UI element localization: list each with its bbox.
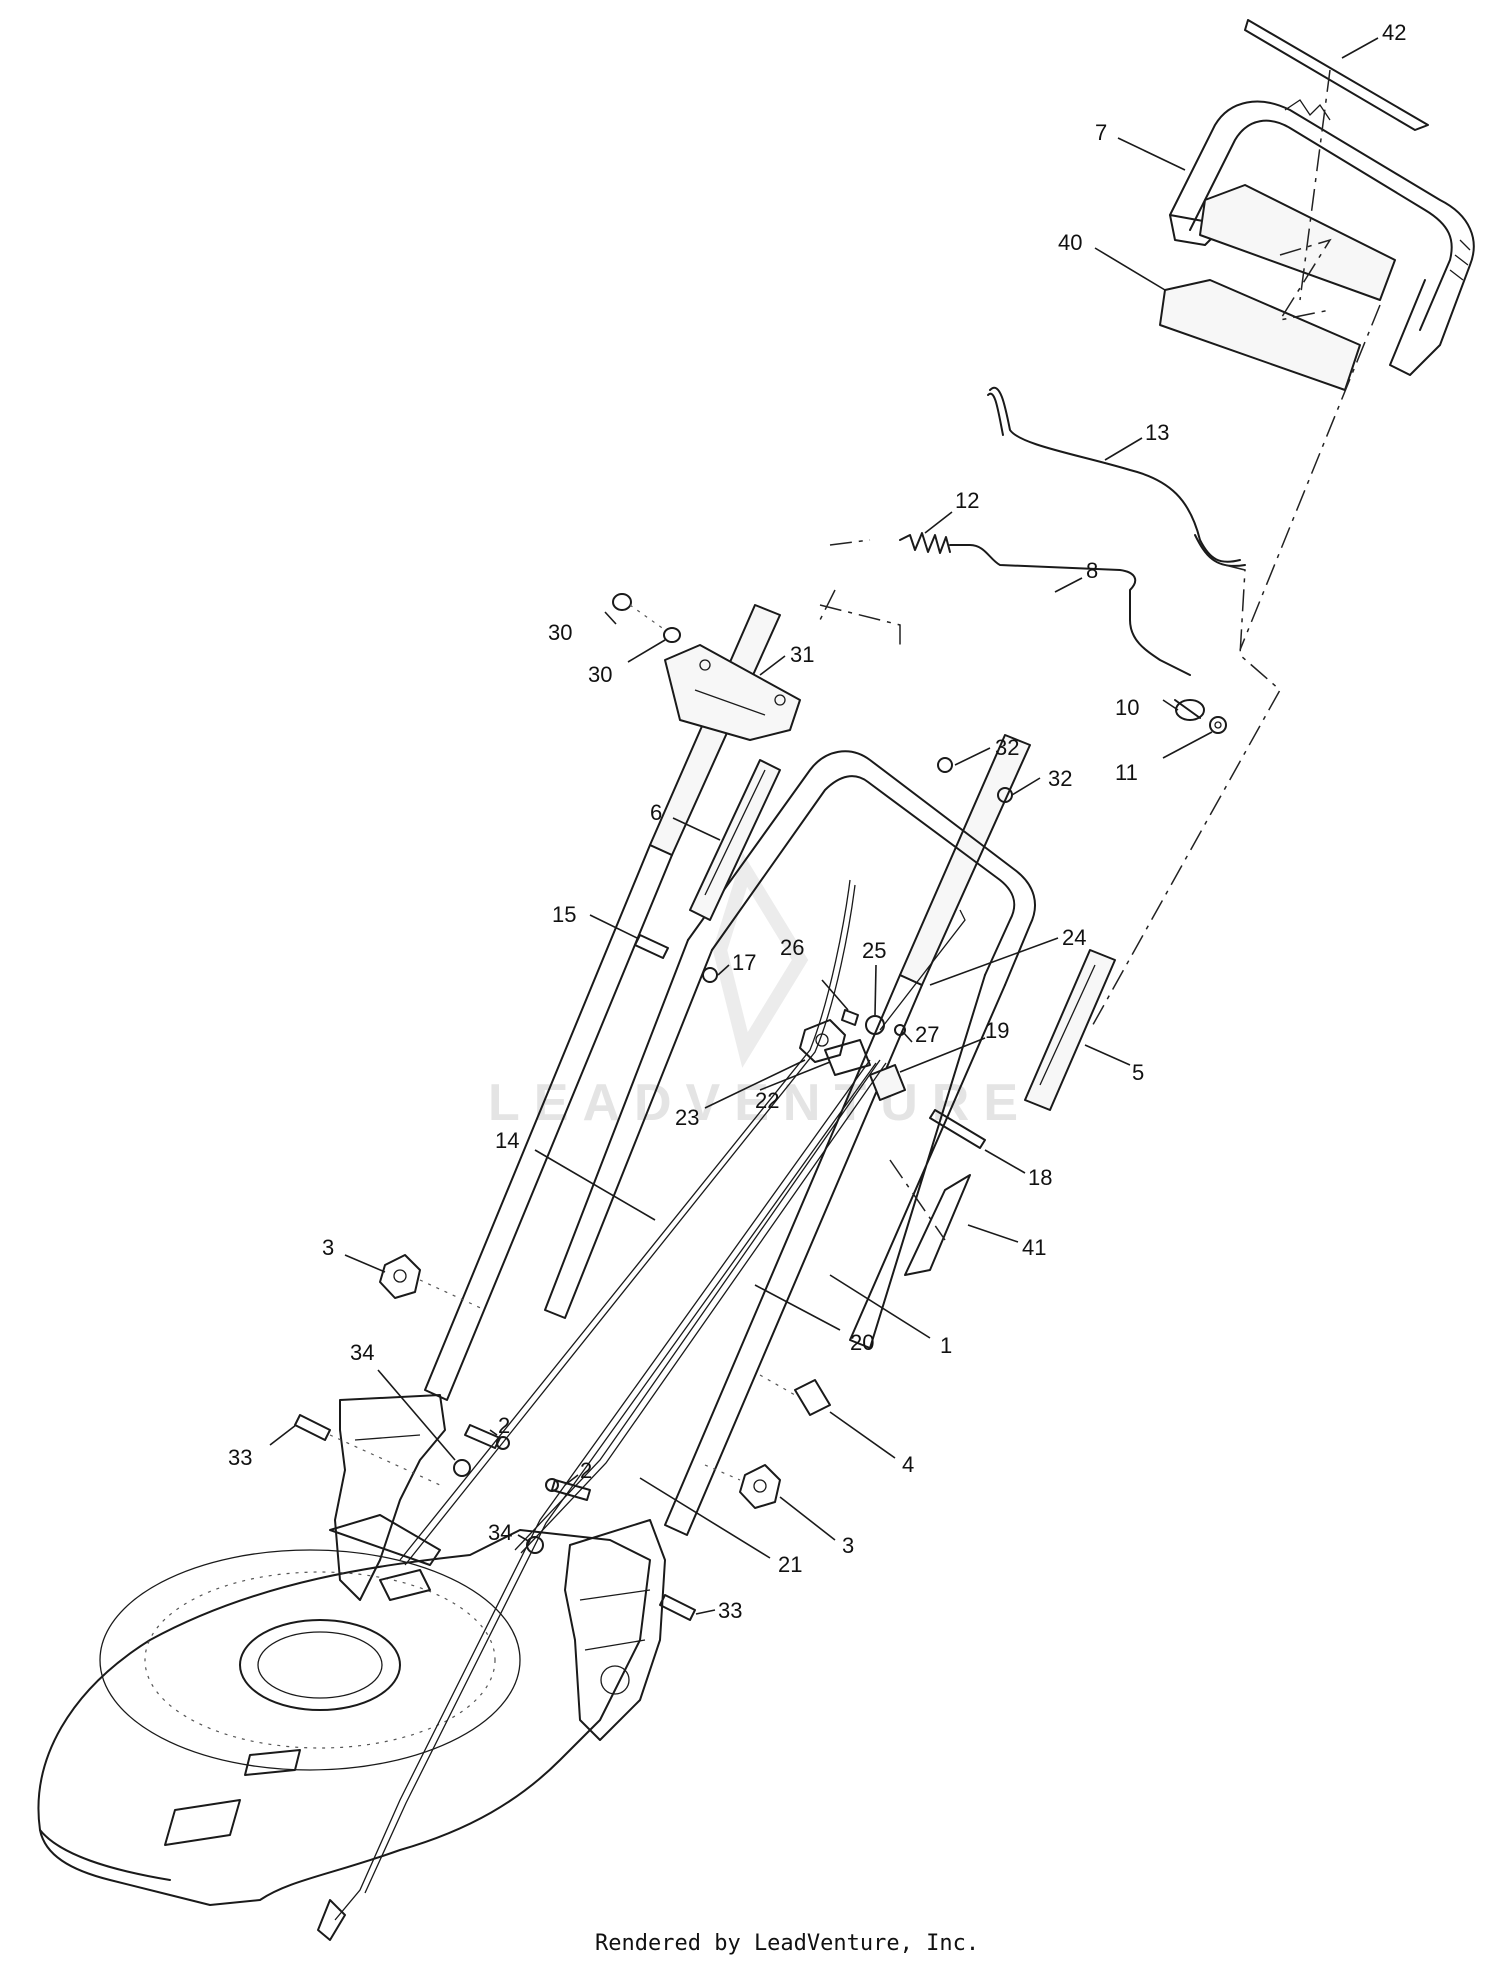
screw-30-a bbox=[612, 593, 666, 631]
knob-23 bbox=[799, 1019, 846, 1063]
nut-17 bbox=[702, 967, 718, 983]
callout-17: 17 bbox=[732, 950, 756, 975]
callout-21: 21 bbox=[778, 1552, 802, 1577]
callout-41: 41 bbox=[1022, 1235, 1046, 1260]
screw-30-b bbox=[663, 627, 681, 643]
callout-42: 42 bbox=[1382, 20, 1406, 45]
callout-2-b: 2 bbox=[580, 1458, 592, 1483]
trim-6 bbox=[689, 759, 781, 921]
cable-end bbox=[317, 1899, 346, 1941]
render-credit: Rendered by LeadVenture, Inc. bbox=[595, 1931, 979, 1956]
callout-7: 7 bbox=[1095, 120, 1107, 145]
callout-6: 6 bbox=[650, 800, 662, 825]
screw-26 bbox=[841, 1009, 859, 1026]
pin-33-b bbox=[659, 1594, 696, 1621]
cable-21 bbox=[514, 1059, 887, 1554]
callout-40: 40 bbox=[1058, 230, 1082, 255]
callout-34-a: 34 bbox=[350, 1340, 374, 1365]
bracket-22 bbox=[824, 1039, 871, 1076]
callout-5: 5 bbox=[1132, 1060, 1144, 1085]
nut-32-a bbox=[937, 757, 953, 773]
callout-24: 24 bbox=[1062, 925, 1086, 950]
bolt-2-b bbox=[545, 1478, 591, 1501]
callout-33-a: 33 bbox=[228, 1445, 252, 1470]
callout-22: 22 bbox=[755, 1088, 779, 1113]
bolt-2-a bbox=[464, 1424, 510, 1450]
callout-4: 4 bbox=[902, 1452, 914, 1477]
bail-13 bbox=[987, 386, 1246, 567]
handle-grip bbox=[1169, 99, 1475, 376]
pin-18 bbox=[929, 1109, 986, 1149]
watermark-text: LEADVENTURE bbox=[488, 1074, 1032, 1132]
part-11 bbox=[1209, 716, 1227, 734]
nut-27 bbox=[894, 1024, 906, 1036]
callout-18: 18 bbox=[1028, 1165, 1052, 1190]
callout-34-b: 34 bbox=[488, 1520, 512, 1545]
spring-12 bbox=[899, 532, 951, 554]
callout-32-b: 32 bbox=[1048, 766, 1072, 791]
callout-32-a: 32 bbox=[995, 735, 1019, 760]
cable-20 bbox=[334, 1059, 877, 1921]
pin-15 bbox=[634, 934, 669, 959]
decal-42 bbox=[1244, 19, 1429, 131]
callout-26: 26 bbox=[780, 935, 804, 960]
pin-33-a bbox=[294, 1414, 441, 1486]
callout-20: 20 bbox=[850, 1330, 874, 1355]
callout-30-a: 30 bbox=[548, 620, 572, 645]
callout-15: 15 bbox=[552, 902, 576, 927]
callout-3-b: 3 bbox=[842, 1533, 854, 1558]
mower-deck bbox=[37, 1514, 651, 1906]
lower-handle bbox=[424, 604, 1031, 1536]
callout-1: 1 bbox=[940, 1333, 952, 1358]
leadventure-watermark: LEADVENTURE bbox=[488, 853, 1032, 1132]
callout-8: 8 bbox=[1086, 558, 1098, 583]
cable-24 bbox=[879, 909, 966, 1031]
callout-11: 11 bbox=[1115, 760, 1138, 785]
callout-14: 14 bbox=[495, 1128, 519, 1153]
left-handle-bracket bbox=[334, 1394, 446, 1601]
callout-23: 23 bbox=[675, 1105, 699, 1130]
decal-41 bbox=[904, 1174, 971, 1276]
callout-10: 10 bbox=[1115, 695, 1139, 720]
trim-5 bbox=[1024, 949, 1116, 1111]
knob-3-a bbox=[379, 1254, 421, 1299]
callout-leaders bbox=[269, 37, 1379, 1615]
callout-31: 31 bbox=[790, 642, 814, 667]
callout-19: 19 bbox=[985, 1018, 1009, 1043]
rod-8 bbox=[949, 544, 1191, 676]
right-handle-bracket bbox=[564, 1519, 666, 1741]
callout-25: 25 bbox=[862, 938, 886, 963]
callout-30-b: 30 bbox=[588, 662, 612, 687]
knob-3-b bbox=[739, 1464, 781, 1509]
callout-2-a: 2 bbox=[498, 1413, 510, 1438]
callout-3-a: 3 bbox=[322, 1235, 334, 1260]
part-10 bbox=[1174, 699, 1205, 721]
callout-33-b: 33 bbox=[718, 1598, 742, 1623]
callout-labels: 42 7 40 13 12 8 30 30 31 10 11 32 32 6 1… bbox=[228, 20, 1406, 1623]
nut-34-a bbox=[453, 1459, 471, 1477]
cable-guide-31 bbox=[664, 644, 801, 741]
cable-14 bbox=[399, 879, 856, 1566]
grip-cover bbox=[1159, 184, 1396, 391]
nut-34-b bbox=[526, 1536, 544, 1554]
callout-13: 13 bbox=[1145, 420, 1169, 445]
callout-12: 12 bbox=[955, 488, 979, 513]
callout-27: 27 bbox=[915, 1022, 939, 1047]
spacer-4 bbox=[794, 1379, 831, 1416]
upper-handle bbox=[544, 750, 1036, 1349]
